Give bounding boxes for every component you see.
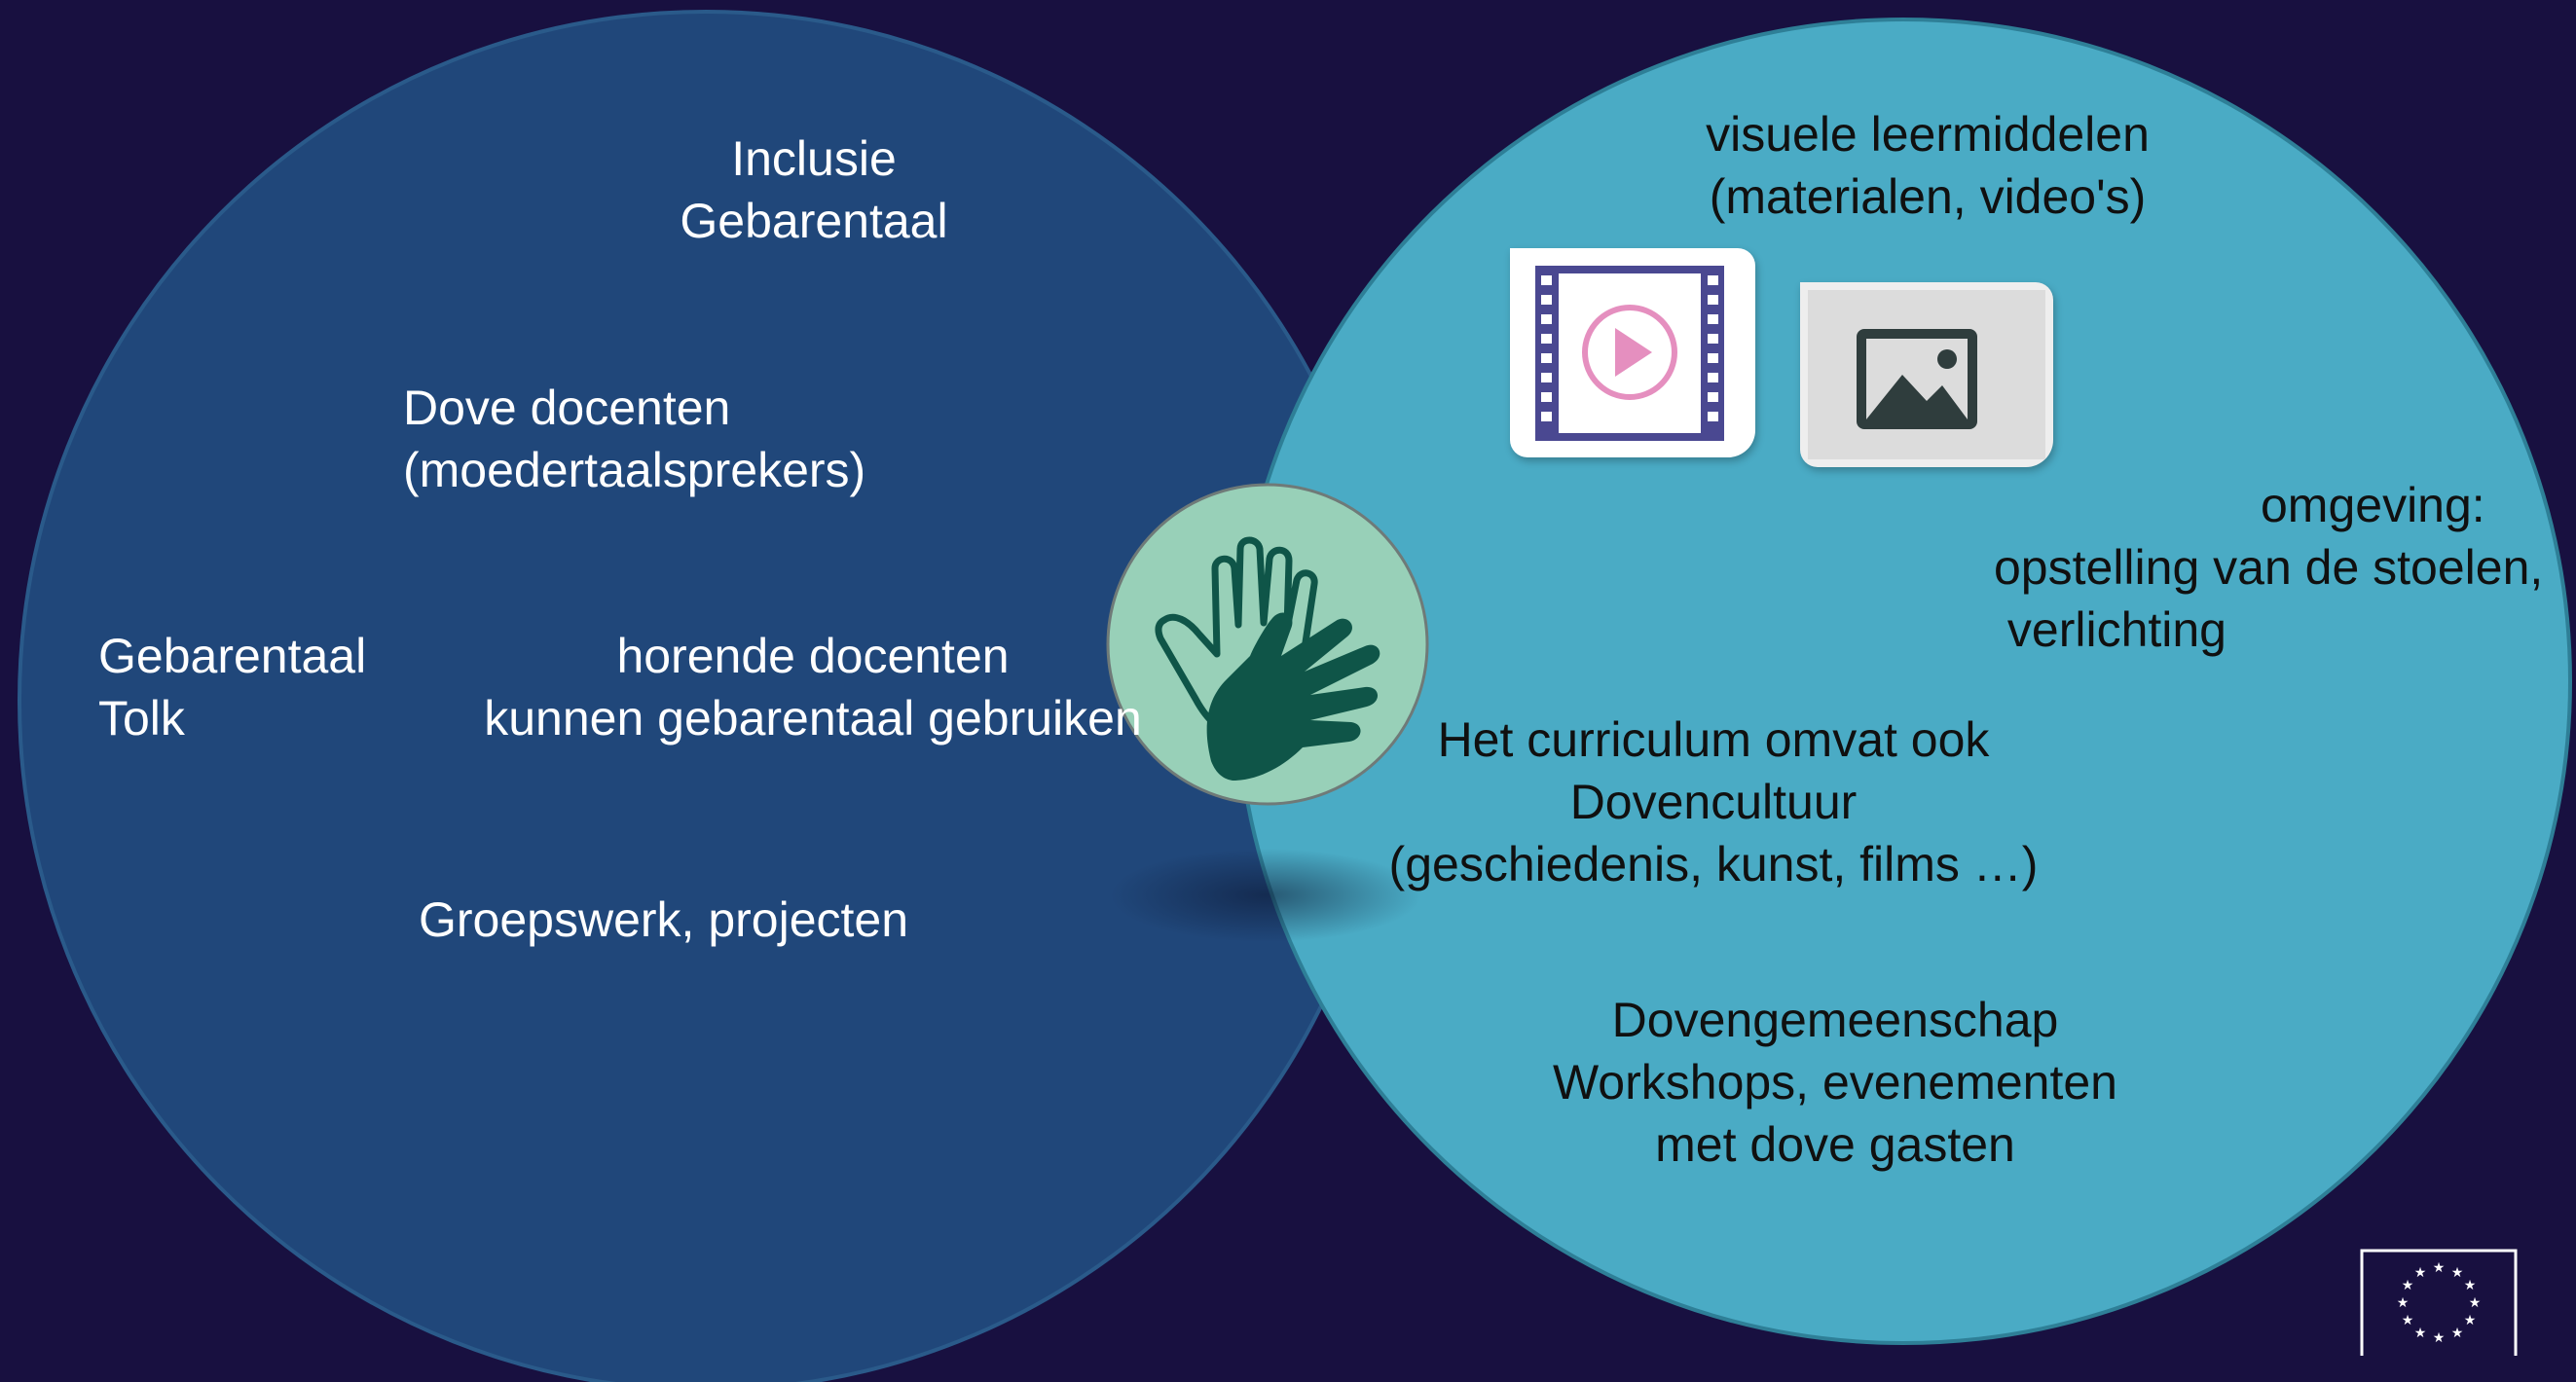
svg-text:★: ★: [2402, 1313, 2414, 1328]
overlap-shadow: [1110, 849, 1421, 942]
inclusie-label: Inclusie Gebarentaal: [680, 131, 948, 248]
eu-flag-logo: ★★★ ★★★ ★★★ ★★★: [2360, 1249, 2518, 1356]
dovengemeenschap-label: Dovengemeenschap Workshops, evenementen …: [1553, 993, 2117, 1172]
svg-text:★: ★: [2433, 1330, 2446, 1346]
omgeving-title: omgeving:: [2261, 478, 2485, 532]
svg-text:★: ★: [2414, 1326, 2427, 1341]
video-thumbnail: [1510, 248, 1755, 457]
svg-text:★: ★: [2397, 1295, 2410, 1311]
video-play-icon: [1535, 266, 1724, 441]
gebarentaal-tolk-label: Gebarentaal Tolk: [98, 629, 367, 746]
image-thumbnail: [1800, 282, 2053, 467]
svg-text:★: ★: [2402, 1278, 2414, 1293]
svg-text:★: ★: [2451, 1326, 2464, 1341]
svg-text:★: ★: [2433, 1260, 2446, 1276]
svg-text:★: ★: [2469, 1295, 2482, 1311]
visuele-leermiddelen-label: visuele leermiddelen (materialen, video'…: [1706, 107, 2150, 224]
svg-text:★: ★: [2414, 1265, 2427, 1281]
image-icon: [1808, 290, 2045, 459]
curriculum-label: Het curriculum omvat ook Dovencultuur (g…: [1388, 712, 2039, 891]
svg-text:★: ★: [2464, 1278, 2477, 1293]
horende-docenten-label: horende docenten kunnen gebarentaal gebr…: [484, 629, 1142, 746]
omgeving-detail: opstelling van de stoelen, verlichting: [1994, 540, 2544, 657]
dove-docenten-label: Dove docenten (moedertaalsprekers): [403, 381, 866, 497]
svg-text:★: ★: [2464, 1313, 2477, 1328]
svg-text:★: ★: [2451, 1265, 2464, 1281]
groepswerk-label: Groepswerk, projecten: [419, 892, 909, 947]
sign-language-hands-icon: [1106, 483, 1429, 806]
